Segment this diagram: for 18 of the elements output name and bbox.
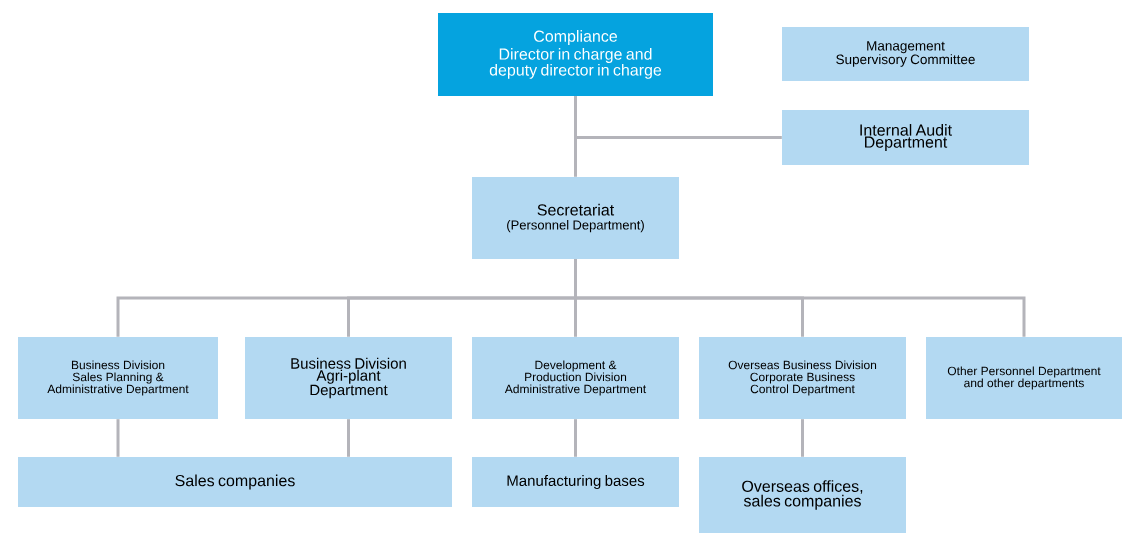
connector-line	[574, 259, 1026, 337]
connector-line	[116, 419, 120, 457]
org-box: Business Division Sales Planning & Administrative Department	[18, 337, 218, 419]
connector-line	[347, 419, 350, 457]
org-box: Overseas offices, sales companies	[699, 457, 906, 533]
org-box: Manufacturing bases	[472, 457, 679, 507]
connector-line	[574, 96, 782, 139]
org-box: Compliance Director in charge and deputy director in charge	[438, 13, 713, 96]
org-box: Internal Audit Department	[782, 110, 1029, 165]
connector-line	[574, 419, 577, 457]
org-box: Sales companies	[18, 457, 452, 507]
org-box: Overseas Business Division Corporate Business Control Department	[699, 337, 906, 419]
org-box: Business Division Agri-plant Department	[245, 337, 452, 419]
org-box: Secretariat (Personnel Department)	[472, 177, 679, 259]
org-box: Development & Production Division Administrative Department	[472, 337, 679, 419]
org-box: Other Personnel Department and other departments	[926, 337, 1122, 419]
org-box: Management Supervisory Committee	[782, 27, 1029, 81]
connector-line	[801, 419, 804, 457]
